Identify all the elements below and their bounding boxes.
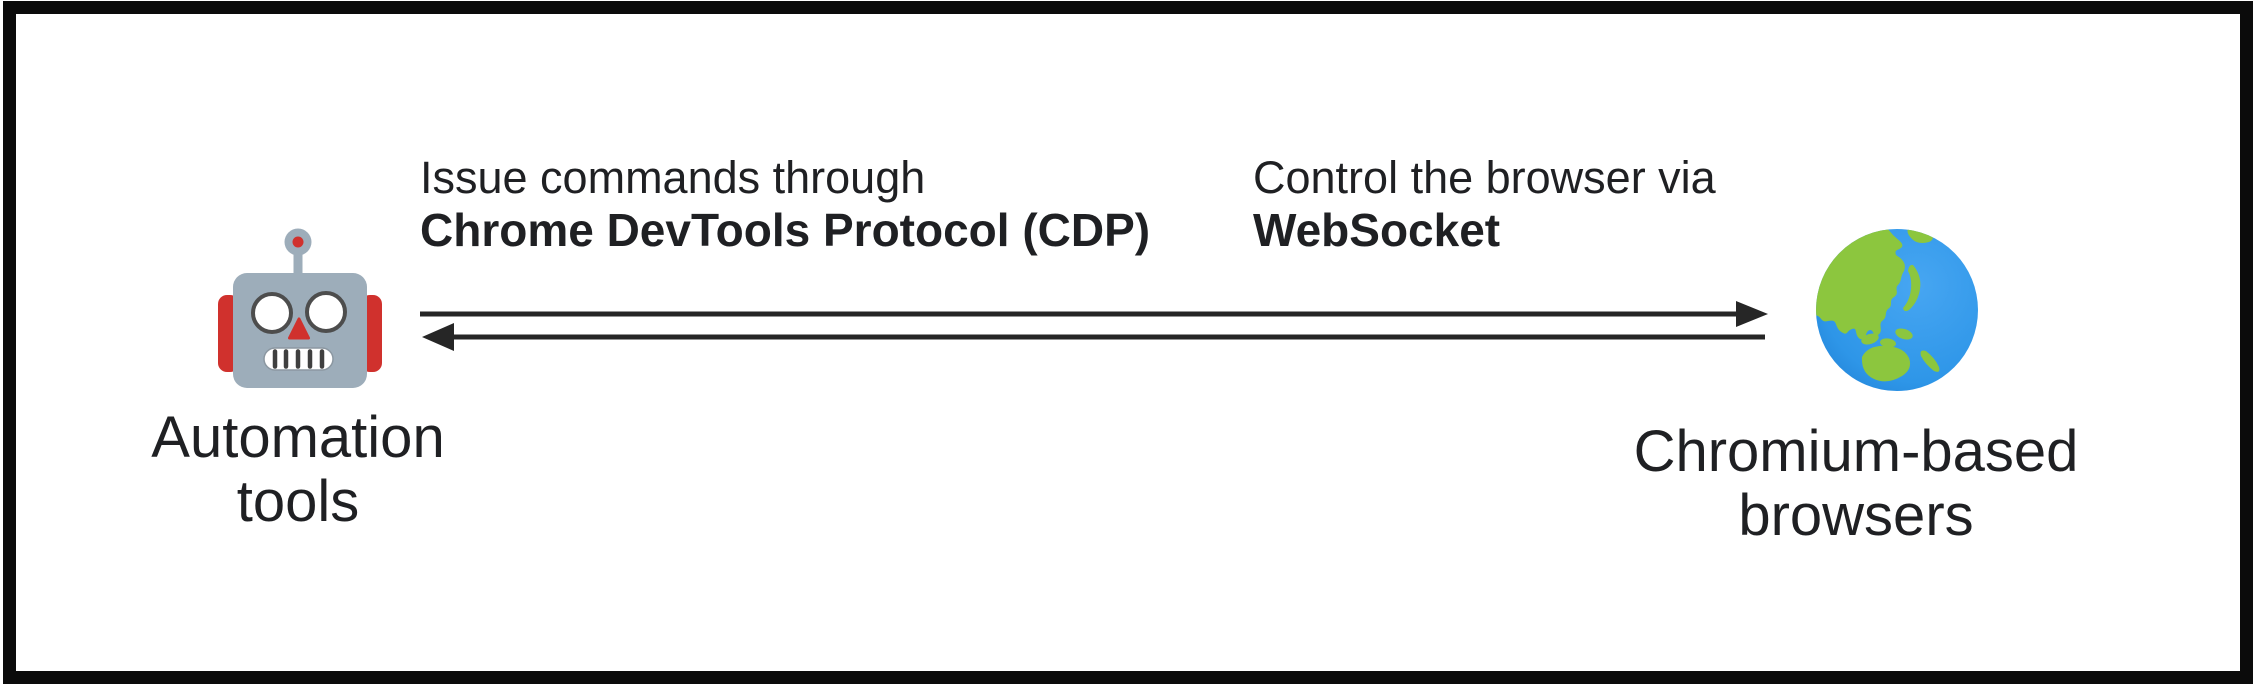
websocket-annotation-line1: Control the browser via (1253, 152, 1716, 203)
left-node-label-line1: Automation (151, 405, 445, 470)
cdp-annotation: Issue commands through Chrome DevTools P… (420, 152, 1150, 256)
cdp-annotation-line1: Issue commands through (420, 152, 926, 203)
left-node-label: Automation tools (48, 406, 548, 534)
left-node-label-line2: tools (236, 469, 360, 534)
arrow-left (422, 323, 1765, 351)
websocket-annotation: Control the browser via WebSocket (1253, 152, 1716, 256)
right-node-label-line2: browsers (1738, 483, 1974, 548)
robot-icon (215, 220, 385, 390)
cdp-annotation-line2: Chrome DevTools Protocol (CDP) (420, 204, 1151, 256)
right-node-label: Chromium-based browsers (1606, 420, 2106, 548)
connection-arrows (410, 294, 1780, 358)
globe-asia-australia-icon (1814, 227, 1980, 393)
right-node-label-line1: Chromium-based (1633, 419, 2079, 484)
arrow-right (420, 301, 1768, 327)
websocket-annotation-line2: WebSocket (1253, 204, 1501, 256)
